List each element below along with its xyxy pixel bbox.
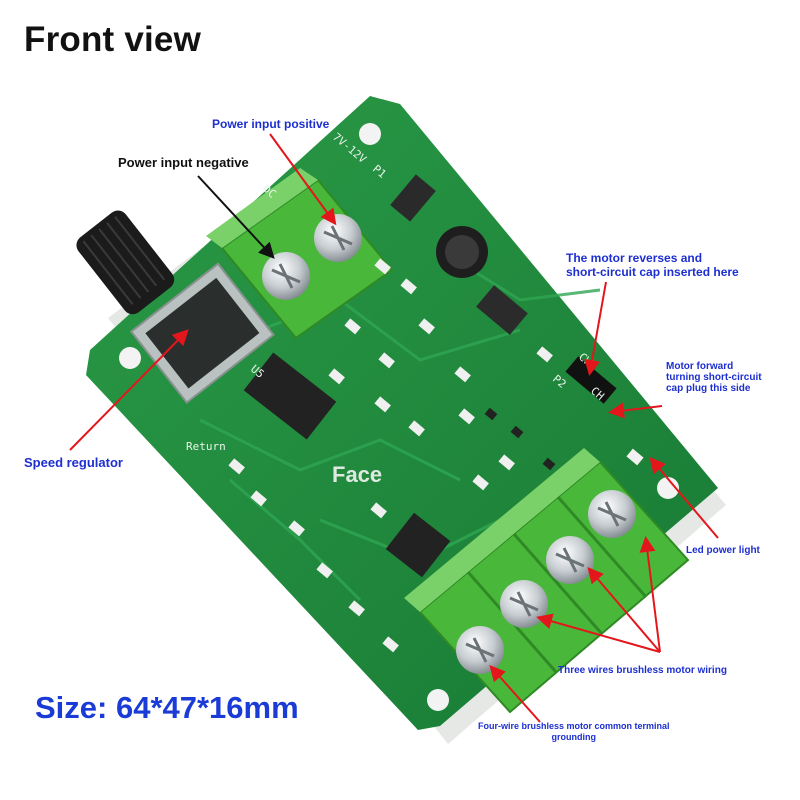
diode-p1 [390, 174, 436, 222]
label-motor-reverse-line1: The motor reverses and [566, 251, 703, 265]
silk-return: Return [186, 440, 226, 453]
ic-controller [385, 512, 451, 578]
motor-terminal-blocks [404, 448, 690, 714]
label-four-wire-line2: grounding [551, 732, 597, 742]
mount-hole [119, 347, 141, 369]
arrow-led [649, 456, 719, 539]
smd-components [228, 258, 556, 653]
label-motor-forward-line3: cap plug this side [666, 383, 751, 394]
dc-terminal-block [206, 168, 394, 340]
potentiometer [76, 210, 275, 404]
label-three-wires: Three wires brushless motor wiring [558, 665, 727, 676]
capacitor-top [445, 235, 479, 269]
arrow-common-terminal [489, 665, 541, 723]
silk-face: Face [332, 462, 382, 487]
arrow-power-negative [197, 175, 275, 259]
mount-hole [359, 123, 381, 145]
arrow-wire-1 [536, 613, 661, 653]
arrow-reverse-jumper [584, 281, 607, 376]
label-motor-forward-line1: Motor forward [666, 361, 734, 372]
arrow-wire-3 [639, 536, 661, 653]
led [626, 448, 644, 466]
voltage-regulator [476, 285, 528, 335]
arrow-speed-regulator [69, 329, 189, 451]
label-motor-forward: Motor forward turning short-circuit cap … [666, 361, 762, 394]
size-label: Size: 64*47*16mm [35, 690, 299, 725]
label-speed-regulator: Speed regulator [24, 455, 123, 470]
label-power-input-negative: Power input negative [118, 155, 249, 170]
label-four-wire: Four-wire brushless motor common termina… [478, 721, 670, 743]
label-motor-forward-line2: turning short-circuit [666, 372, 762, 383]
jumper-header [565, 356, 617, 404]
label-motor-reverse-line2: short-circuit cap inserted here [566, 265, 739, 279]
arrow-power-positive [269, 133, 337, 226]
arrow-wire-2 [587, 566, 661, 653]
label-motor-reverse: The motor reverses and short-circuit cap… [566, 251, 739, 279]
label-led-power-light: Led power light [686, 545, 760, 556]
arrow-forward-jumper [608, 402, 663, 419]
annotation-arrows [69, 133, 719, 723]
mount-hole [657, 477, 679, 499]
ic-u5 [243, 352, 337, 440]
label-four-wire-line1: Four-wire brushless motor common termina… [478, 721, 670, 731]
mount-hole [427, 689, 449, 711]
page-title: Front view [24, 20, 202, 59]
label-power-input-positive: Power input positive [212, 117, 330, 131]
